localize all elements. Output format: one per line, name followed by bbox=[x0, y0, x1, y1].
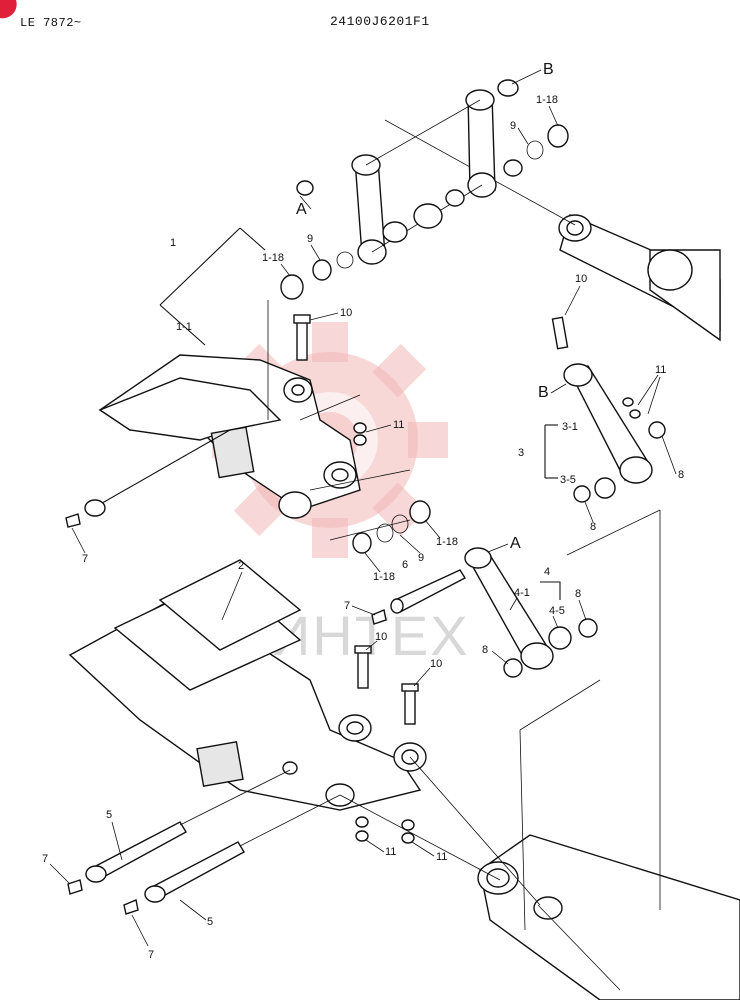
label-4-1: 4-1 bbox=[514, 587, 530, 599]
label-2: 2 bbox=[238, 560, 244, 572]
label-3: 3 bbox=[518, 447, 524, 459]
label-11-b: 11 bbox=[655, 364, 666, 376]
bolt-10-lower-a bbox=[354, 645, 372, 689]
pin-6 bbox=[390, 569, 466, 614]
model-range-label: LE 7872~ bbox=[20, 16, 82, 30]
label-10-c: 10 bbox=[375, 631, 387, 643]
label-8-d: 8 bbox=[482, 644, 488, 656]
label-B-right: B bbox=[538, 384, 549, 401]
link-4 bbox=[464, 547, 598, 678]
label-leaders bbox=[49, 69, 677, 947]
upper-bushings bbox=[280, 79, 569, 300]
label-10-b: 10 bbox=[575, 273, 587, 285]
grease-fitting-middle bbox=[371, 609, 387, 625]
group-brackets bbox=[159, 227, 561, 600]
nut-11-lower bbox=[355, 816, 415, 844]
label-10-a: 10 bbox=[340, 307, 352, 319]
label-10-d: 10 bbox=[430, 658, 442, 670]
label-11-c: 11 bbox=[385, 846, 396, 858]
label-1-18-top: 1-18 bbox=[536, 94, 558, 106]
label-7-b: 7 bbox=[344, 600, 350, 612]
boom-end bbox=[477, 834, 740, 1000]
label-A-mid: A bbox=[510, 535, 521, 552]
grease-fitting-lower-b bbox=[123, 899, 139, 915]
label-8-b: 8 bbox=[590, 521, 596, 533]
label-1-18-mid2: 1-18 bbox=[373, 571, 395, 583]
label-7-c: 7 bbox=[42, 853, 48, 865]
grease-fitting-upper bbox=[65, 513, 81, 528]
pin-5-a bbox=[85, 769, 291, 883]
label-1-1: 1-1 bbox=[176, 321, 192, 333]
label-7-d: 7 bbox=[148, 949, 154, 961]
label-8-c: 8 bbox=[575, 588, 581, 600]
label-5-a: 5 bbox=[106, 809, 112, 821]
reference-lines bbox=[267, 300, 661, 991]
label-9-top: 9 bbox=[510, 120, 516, 132]
label-1-18-left: 1-18 bbox=[262, 252, 284, 264]
pin-5-b bbox=[144, 794, 341, 903]
bolt-10-lower-b bbox=[401, 683, 419, 725]
bolt-10-upper bbox=[293, 314, 311, 361]
middle-bushings bbox=[352, 500, 431, 554]
boom-cylinder bbox=[558, 214, 721, 342]
upper-link-pair bbox=[351, 89, 497, 265]
callout-labels: B 1-18 9 A 1 9 1-18 1-1 10 10 11 11 B 3-… bbox=[42, 61, 684, 961]
label-4: 4 bbox=[544, 566, 550, 578]
label-11-d: 11 bbox=[436, 851, 447, 863]
watermark-text: ИНТЕХ bbox=[270, 604, 470, 667]
label-8-a: 8 bbox=[678, 469, 684, 481]
label-3-5: 3-5 bbox=[560, 474, 576, 486]
grease-fitting-lower-a bbox=[67, 879, 83, 895]
label-4-5: 4-5 bbox=[549, 605, 565, 617]
label-6: 6 bbox=[402, 559, 408, 571]
corner-logo-mark bbox=[0, 0, 17, 19]
label-11-a: 11 bbox=[393, 419, 404, 431]
label-3-1: 3-1 bbox=[562, 421, 578, 433]
label-A-top: A bbox=[296, 201, 307, 218]
label-9-mid: 9 bbox=[418, 552, 424, 564]
label-B-top: B bbox=[543, 61, 554, 78]
nut-11-upper bbox=[353, 422, 367, 446]
label-1: 1 bbox=[170, 237, 176, 249]
label-9-left: 9 bbox=[307, 233, 313, 245]
label-5-b: 5 bbox=[207, 916, 213, 928]
label-7-a: 7 bbox=[82, 553, 88, 565]
tooth-assembly-2 bbox=[68, 559, 427, 811]
label-1-18-mid: 1-18 bbox=[436, 536, 458, 548]
link-3 bbox=[551, 316, 666, 503]
arm-assembly-1-1 bbox=[84, 354, 361, 519]
part-number-label: 24100J6201F1 bbox=[330, 14, 430, 29]
